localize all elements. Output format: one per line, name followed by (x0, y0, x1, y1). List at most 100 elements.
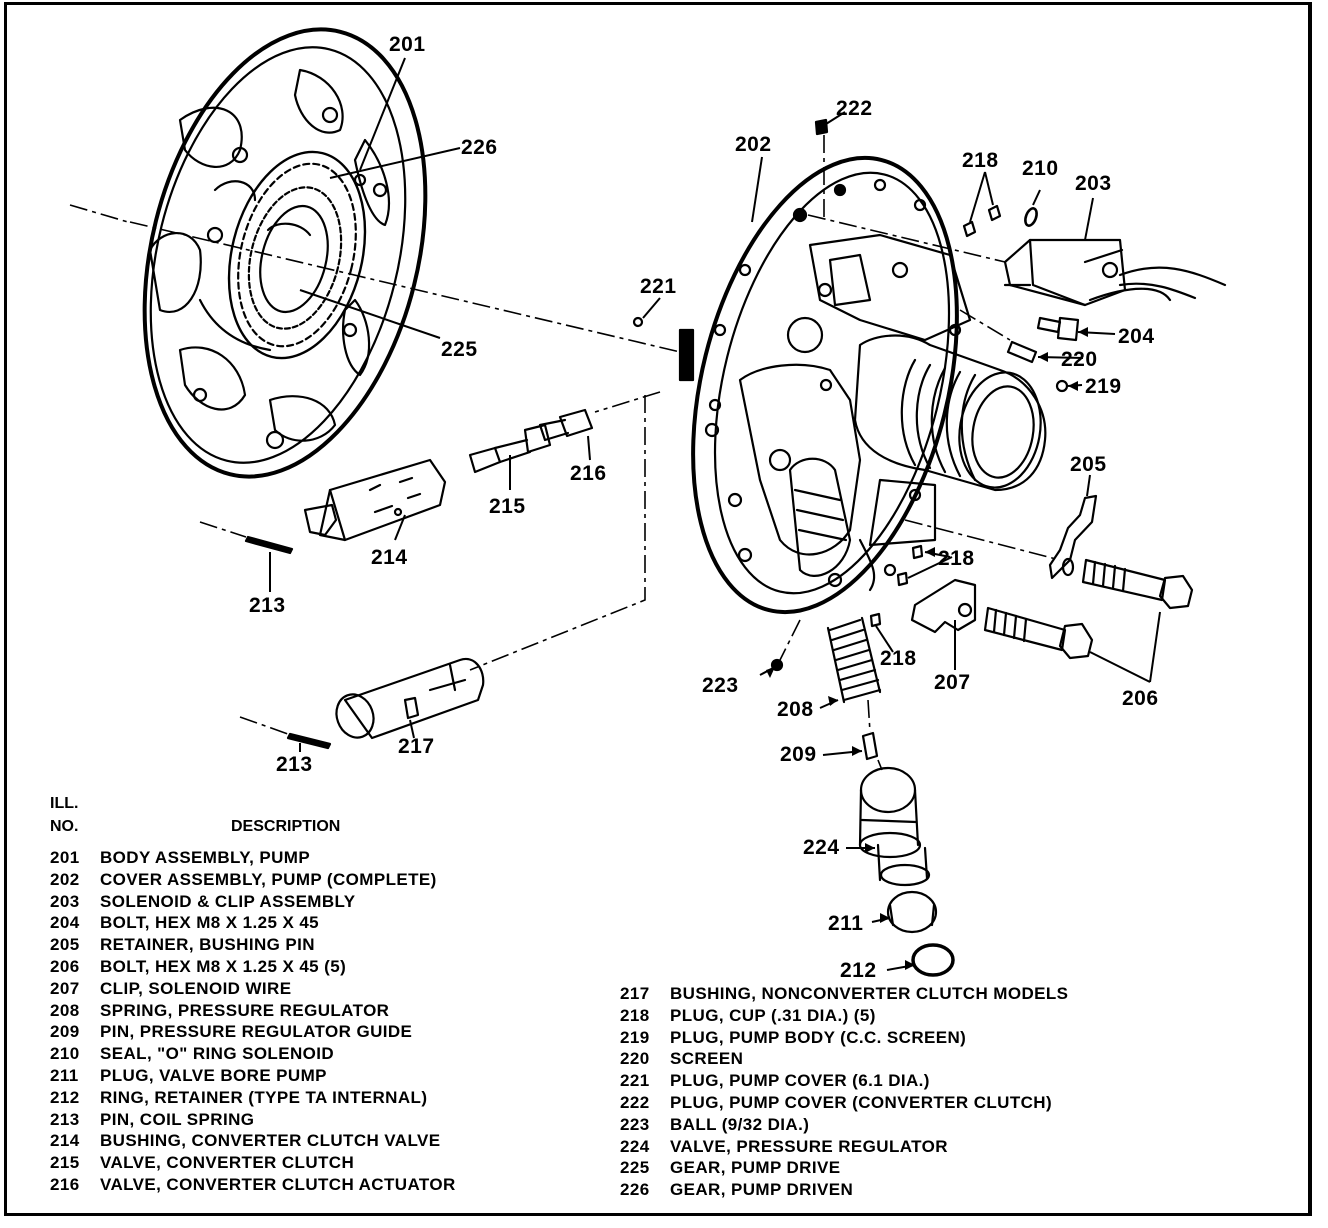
legend-item-description: BODY ASSEMBLY, PUMP (100, 848, 311, 867)
legend-item-description: PIN, PRESSURE REGULATOR GUIDE (100, 1022, 413, 1042)
bolt-204 (1036, 316, 1080, 342)
legend-row: 224 VALVE, PRESSURE REGULATOR (620, 1137, 1068, 1159)
pump-drive-gear-225 (247, 186, 343, 330)
callout-203: 203 (1075, 172, 1112, 195)
legend-item-number: 216 (50, 1174, 80, 1194)
plug-219 (1055, 379, 1069, 393)
legend-item-description: PIN, COIL SPRING (100, 1109, 255, 1129)
legend-item-description: SCREEN (670, 1049, 744, 1069)
actuator-valve-216 (538, 408, 594, 442)
legend-item-number: 224 (620, 1136, 650, 1156)
legend-header-ill: ILL. (50, 795, 79, 812)
callout-207: 207 (934, 671, 971, 694)
legend-item-number: 208 (50, 1000, 80, 1020)
callout-218-mid: 218 (938, 547, 975, 570)
legend-item-description: GEAR, PUMP DRIVEN (670, 1180, 854, 1200)
callout-205: 205 (1070, 453, 1107, 476)
screen-220 (1006, 340, 1038, 364)
pin-209 (861, 731, 879, 761)
leader-arrowheads (766, 327, 1088, 970)
bolt-206-lower (983, 606, 1094, 660)
plug-218-low (869, 612, 882, 628)
retainer-205-ring (1061, 557, 1075, 577)
solenoid-203 (1003, 238, 1227, 307)
callout-222: 222 (836, 97, 873, 120)
callout-216: 216 (570, 462, 607, 485)
legend-header-no: NO. (50, 818, 79, 835)
clip-207-hole (957, 602, 973, 618)
callout-206: 206 (1122, 687, 1159, 710)
callout-218-low: 218 (880, 647, 917, 670)
legend-item-description: BUSHING, CONVERTER CLUTCH VALVE (100, 1131, 441, 1151)
spring-208 (826, 616, 882, 704)
legend-item-description: SOLENOID & CLIP ASSEMBLY (100, 891, 356, 911)
legend-item-number: 220 (620, 1049, 650, 1069)
callout-217: 217 (398, 735, 435, 758)
callout-210: 210 (1022, 157, 1059, 180)
bushing-217 (335, 657, 485, 740)
callout-208: 208 (777, 698, 814, 721)
legend-row: 209 PIN, PRESSURE REGULATOR GUIDE (50, 1022, 456, 1044)
plug-218-mid-a (911, 544, 924, 560)
legend-item-description: PLUG, CUP (.31 DIA.) (5) (670, 1005, 876, 1025)
bolt-206-upper (1081, 558, 1194, 610)
callout-219: 219 (1085, 375, 1122, 398)
legend-item-description: CLIP, SOLENOID WIRE (100, 978, 292, 998)
pump-cover-202 (678, 155, 1047, 615)
legend-item-number: 214 (50, 1131, 80, 1151)
legend-item-number: 210 (50, 1044, 80, 1064)
callout-213-lower: 213 (276, 753, 313, 776)
callout-221: 221 (640, 275, 677, 298)
clip-207 (910, 578, 977, 634)
plug-211 (886, 890, 938, 934)
legend-row: 217 BUSHING, NONCONVERTER CLUTCH MODELS (620, 984, 1068, 1006)
callout-212: 212 (840, 959, 877, 982)
retainer-205 (1048, 494, 1098, 580)
legend-header-description: DESCRIPTION (231, 818, 341, 835)
legend-item-number: 217 (620, 984, 650, 1003)
legend-item-number: 213 (50, 1109, 80, 1129)
legend-item-number: 225 (620, 1158, 650, 1178)
bushing-214 (303, 458, 447, 542)
callout-226: 226 (461, 136, 498, 159)
leader-lines (269, 57, 1161, 971)
callout-223: 223 (702, 674, 739, 697)
callout-211: 211 (828, 912, 864, 935)
legend-item-description: BALL (9/32 DIA.) (670, 1114, 810, 1134)
plug-222 (814, 118, 829, 136)
plug-218-top-a (962, 220, 977, 238)
legend-item-description: COVER ASSEMBLY, PUMP (COMPLETE) (100, 869, 437, 889)
valve-224 (858, 766, 931, 887)
legend-item-description: RETAINER, BUSHING PIN (100, 935, 315, 955)
legend-item-description: PLUG, PUMP COVER (CONVERTER CLUTCH) (670, 1092, 1053, 1112)
converter-clutch-valve-215 (468, 423, 552, 474)
legend-item-number: 209 (50, 1022, 80, 1042)
legend-item-number: 203 (50, 891, 80, 911)
legend-row: 214 BUSHING, CONVERTER CLUTCH VALVE (50, 1131, 456, 1153)
legend-item-description: BUSHING, NONCONVERTER CLUTCH MODELS (670, 984, 1069, 1003)
legend-item-number: 221 (620, 1071, 650, 1091)
callout-218-top: 218 (962, 149, 999, 172)
legend-item-number: 222 (620, 1092, 650, 1112)
legend-row: 222 PLUG, PUMP COVER (CONVERTER CLUTCH) (620, 1093, 1068, 1115)
legend-item-number: 207 (50, 978, 80, 998)
callout-224: 224 (803, 836, 840, 859)
pin-213-lower (286, 732, 332, 750)
plug-218-mid-b (896, 571, 909, 587)
legend-item-description: VALVE, PRESSURE REGULATOR (670, 1136, 948, 1156)
